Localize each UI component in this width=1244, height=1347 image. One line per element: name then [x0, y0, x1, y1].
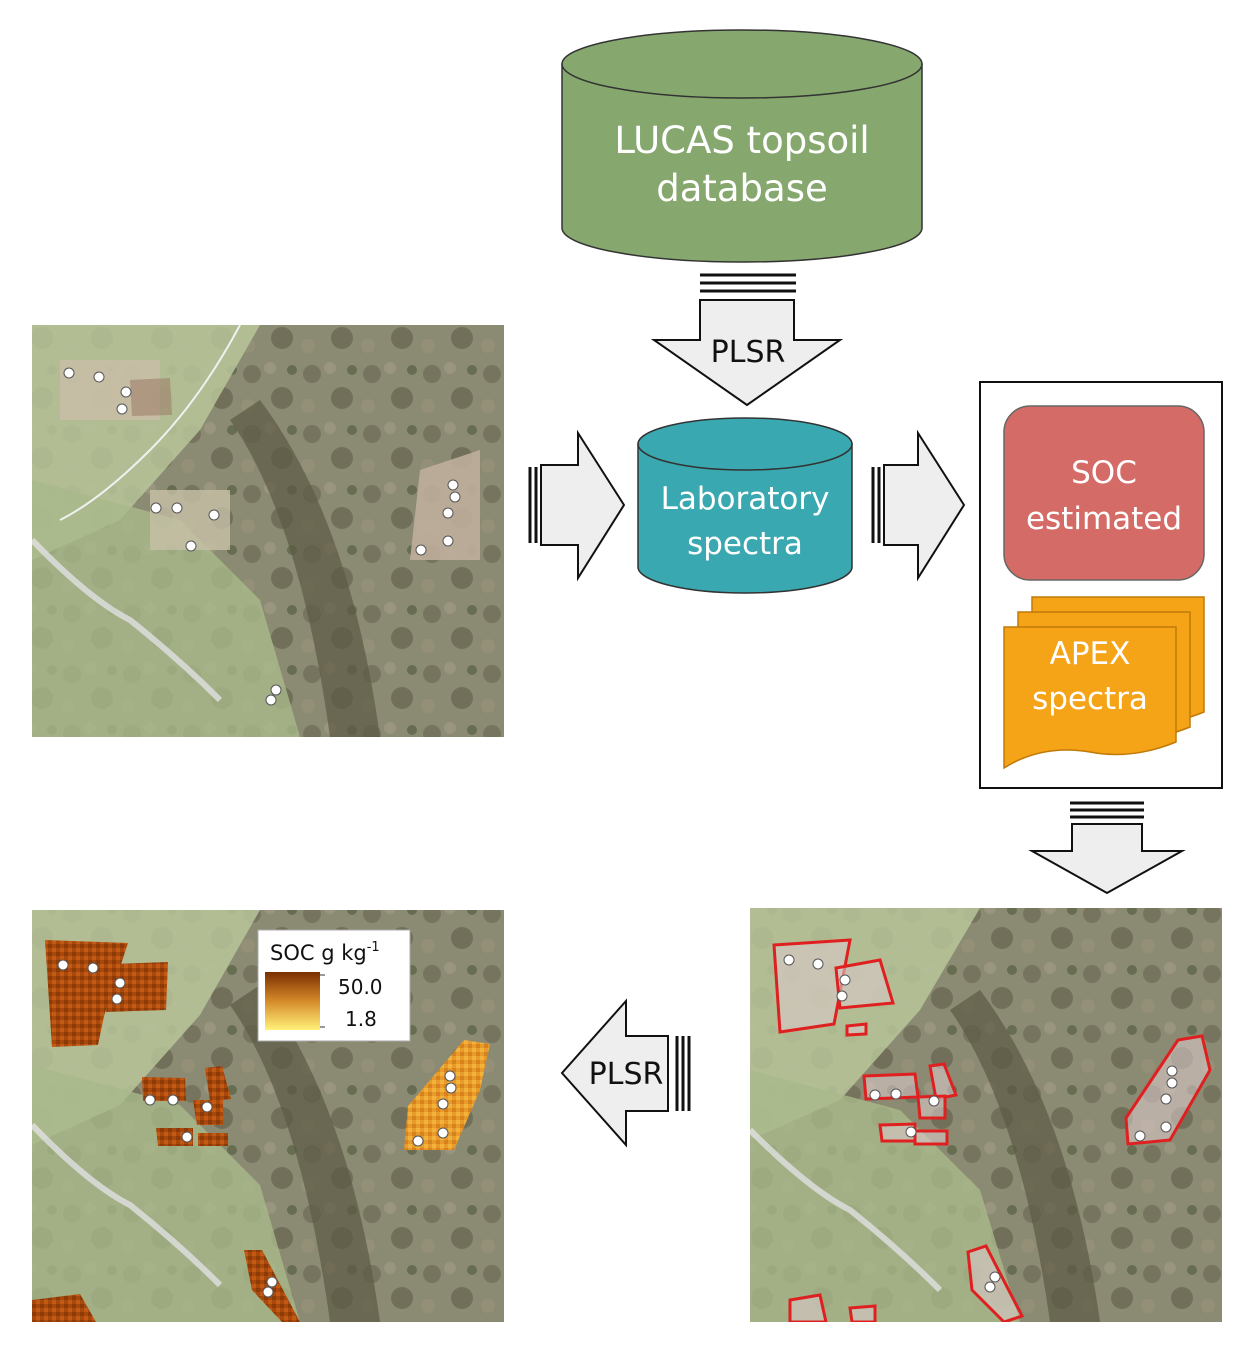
right-arrow-map-to-lab: [528, 429, 626, 582]
soc-label-line2: estimated: [1026, 501, 1182, 537]
legend-title-superscript: -1: [367, 940, 380, 955]
legend-max: 50.0: [338, 975, 383, 999]
apex-spectra-stack: APEX spectra: [1003, 596, 1205, 770]
plsr-down-arrow: PLSR: [650, 273, 844, 407]
lucas-label-line2: database: [656, 167, 828, 210]
down-arrow-to-field-map: [1028, 801, 1186, 895]
apex-label-line1: APEX: [1050, 636, 1131, 672]
plsr-top-label: PLSR: [711, 335, 786, 370]
soc-legend: SOC g kg-1 50.0 1.8: [257, 929, 411, 1042]
lab-label-line2: spectra: [687, 526, 803, 562]
lab-label-line1: Laboratory: [661, 481, 830, 517]
lucas-label-line1: LUCAS topsoil: [614, 119, 869, 162]
legend-min: 1.8: [345, 1007, 377, 1031]
laboratory-spectra-cylinder: Laboratory spectra: [637, 417, 853, 594]
field-outline-map: [750, 908, 1222, 1322]
plsr-bottom-label: PLSR: [589, 1057, 664, 1092]
apex-label-line2: spectra: [1032, 681, 1148, 717]
sampling-map: [32, 325, 504, 737]
soc-apex-box: SOC estimated APEX spectra: [979, 381, 1223, 789]
right-arrow-lab-to-soc: [871, 429, 966, 582]
lucas-database-cylinder: LUCAS topsoil database: [561, 29, 923, 263]
legend-title: SOC g kg-1: [270, 940, 380, 965]
legend-title-text: SOC g kg: [270, 941, 367, 965]
legend-color-ramp: [265, 972, 320, 1030]
plsr-left-arrow: PLSR: [560, 998, 691, 1148]
soc-estimated-box: [1003, 405, 1205, 581]
soc-label-line1: SOC: [1071, 455, 1137, 491]
